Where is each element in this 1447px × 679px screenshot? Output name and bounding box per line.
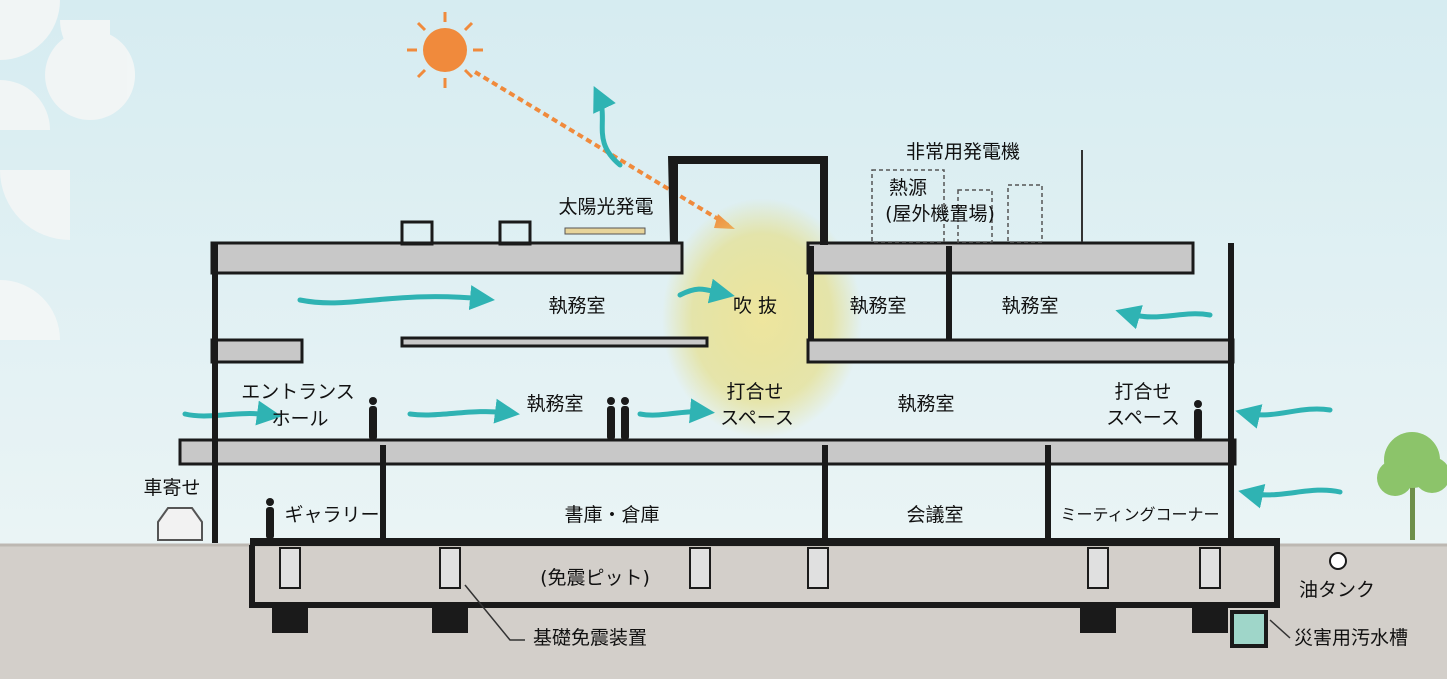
office-3f-mid-label: 執務室 [849, 295, 907, 317]
isolation-device-label: 基礎免震装置 [533, 627, 648, 649]
generator-label: 非常用発電機 [905, 141, 1021, 163]
office-3f-left-label: 執務室 [548, 295, 606, 317]
meeting-corner-label: ミーティングコーナー [1060, 505, 1220, 524]
car-porch-label: 車寄せ [143, 477, 201, 499]
sun-icon [407, 12, 483, 88]
gallery-label: ギャラリー [284, 504, 380, 526]
entrance-hall-label-1: エントランス [241, 381, 355, 403]
ground [0, 545, 1447, 679]
solar-panel-label: 太陽光発電 [558, 196, 654, 218]
building-structure [157, 150, 1447, 648]
office-2f-left-label: 執務室 [526, 393, 584, 415]
office-2f-right-label: 執務室 [897, 393, 955, 415]
sewage-tank-label: 災害用汚水槽 [1294, 627, 1409, 649]
archive-storage-label: 書庫・倉庫 [564, 504, 660, 526]
isolation-pit-label: (免震ピット) [540, 567, 650, 589]
sewage-tank-icon [1230, 610, 1268, 648]
wind-arrows [182, 85, 1343, 509]
conference-room-label: 会議室 [906, 504, 964, 526]
heat-source-sub-label: (屋外機置場) [885, 203, 995, 225]
people-silhouettes [266, 397, 1202, 539]
oil-tank-icon [1329, 552, 1347, 570]
atrium-label: 吹 抜 [732, 295, 778, 317]
meeting-space-right-label-1: 打合せ [1114, 381, 1172, 403]
office-3f-right-label: 執務室 [1001, 295, 1059, 317]
heat-source-label: 熱源 [888, 177, 928, 199]
meeting-space-mid-label-2: スペース [720, 407, 794, 429]
solar-panel-icon [564, 227, 646, 235]
car-icon [157, 507, 203, 541]
oil-tank-label: 油タンク [1298, 579, 1376, 601]
isolation-bearings [279, 547, 1221, 589]
meeting-space-mid-label-1: 打合せ [726, 381, 784, 403]
tree-icon [1377, 432, 1447, 540]
entrance-hall-label-2: ホール [271, 408, 329, 430]
meeting-space-right-label-2: スペース [1106, 407, 1180, 429]
outdoor-units [871, 169, 1043, 243]
